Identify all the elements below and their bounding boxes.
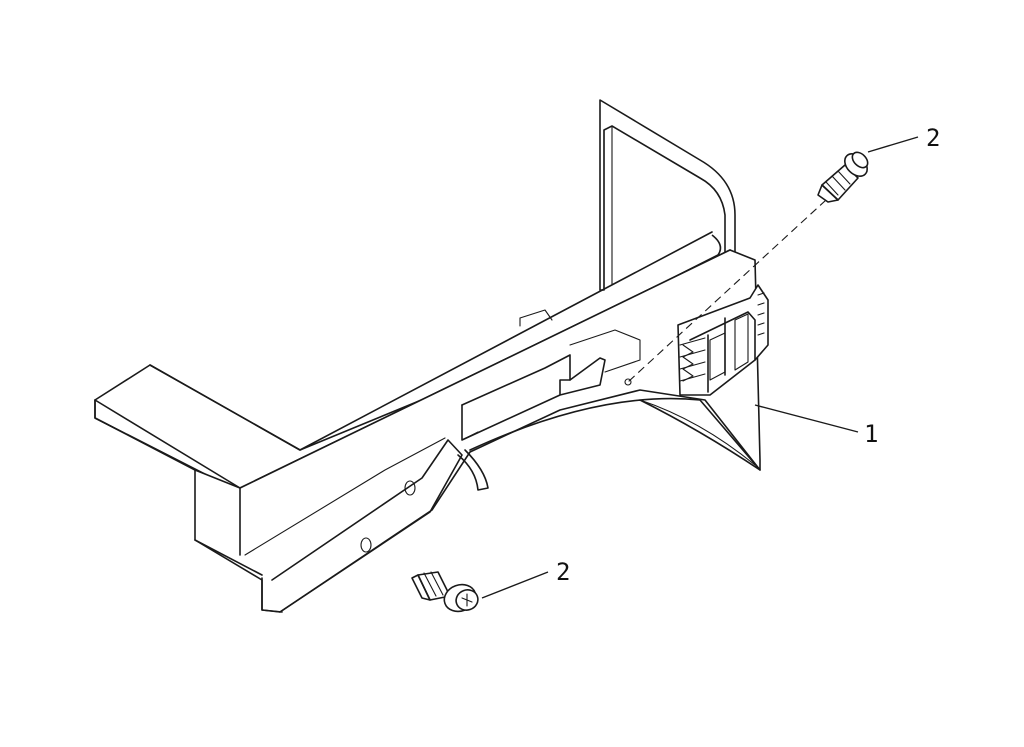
bracket-part: [94, 99, 769, 613]
leader-2-bottom: [481, 571, 549, 599]
callout-2-bottom: 2: [556, 558, 570, 586]
screw-bottom-part: [411, 571, 479, 613]
assembly-line: [627, 199, 827, 383]
screw-top-part: [817, 151, 869, 203]
leader-2-top: [867, 136, 919, 153]
callout-1: 1: [864, 420, 878, 448]
leader-1: [754, 404, 859, 433]
callout-2-top: 2: [926, 124, 940, 152]
